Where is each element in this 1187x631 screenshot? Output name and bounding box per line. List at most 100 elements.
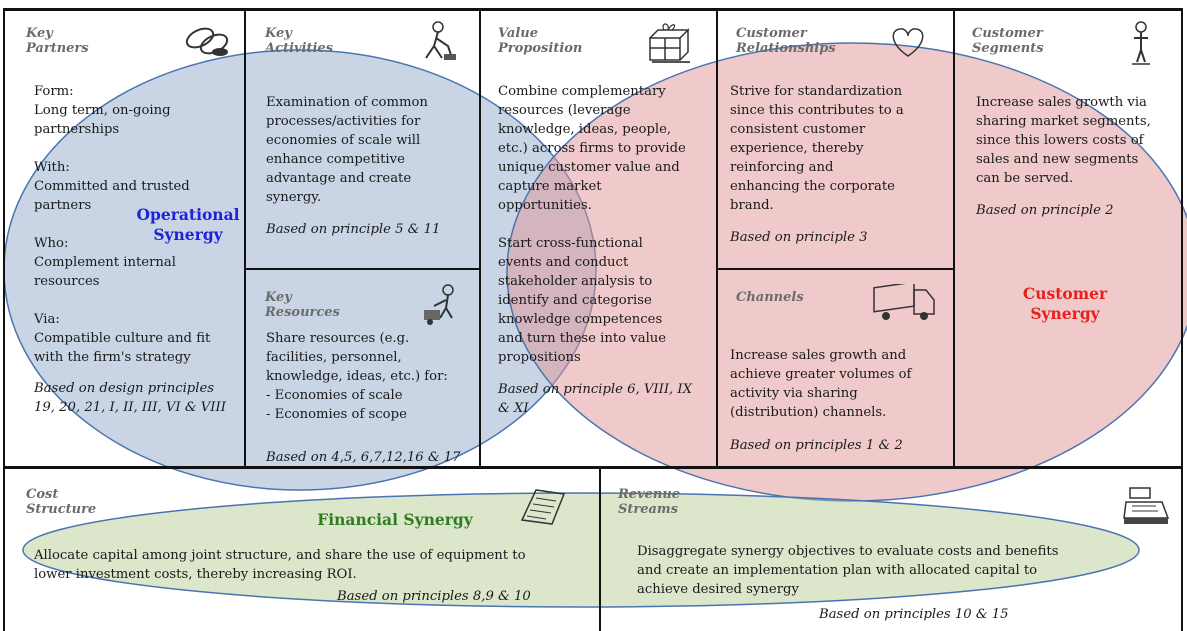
revenue-streams-body: Disaggregate synergy objectives to evalu…: [637, 542, 1177, 599]
heart-icon: [892, 28, 924, 57]
key-activities-body: Examination of common processes/activiti…: [266, 93, 471, 239]
operational-synergy-label: Operational Synergy: [128, 205, 248, 245]
text-line: Increase sales growth and: [730, 348, 907, 363]
header-line: Customer: [736, 26, 807, 41]
header-line: Resources: [265, 305, 340, 320]
key-partners-header: Key Partners: [26, 26, 89, 56]
text-line: sales and new segments: [976, 152, 1139, 167]
text-line: achieve desired synergy: [637, 582, 799, 597]
text-line: identify and categorise: [498, 293, 652, 308]
divider-v4: [953, 8, 955, 468]
key-activities-header: Key Activities: [265, 26, 333, 56]
text-line: (distribution) channels.: [730, 405, 887, 420]
principle-text: Based on principle 3: [730, 230, 868, 245]
text-line: partners: [34, 198, 92, 213]
text-line: Compatible culture and fit: [34, 331, 211, 346]
text-line: Via:: [34, 312, 60, 327]
principle-text: Based on principle 6, VIII, IX: [498, 382, 693, 397]
principle-text: 19, 20, 21, I, II, III, VI & VIII: [34, 400, 226, 415]
border-right: [1181, 8, 1183, 631]
principle-text: Based on principles 1 & 2: [730, 438, 903, 453]
divider-bottom-v: [599, 467, 601, 631]
value-proposition-body: Combine complementary resources (leverag…: [498, 82, 713, 418]
label-line: Synergy: [153, 225, 223, 244]
text-line: - Economies of scale: [266, 388, 403, 403]
text-line: synergy.: [266, 190, 322, 205]
principle-text: Based on 4,5, 6,7,12,16 & 17: [266, 450, 461, 465]
border-left: [3, 8, 5, 631]
text-line: with the firm's strategy: [34, 350, 191, 365]
text-line: since this contributes to a: [730, 103, 904, 118]
customer-relationships-header: Customer Relationships: [736, 26, 836, 56]
text-line: knowledge, ideas, people,: [498, 122, 672, 137]
cost-structure-header: Cost Structure: [26, 487, 96, 517]
financial-synergy-ellipse: [22, 492, 1140, 608]
text-line: facilities, personnel,: [266, 350, 402, 365]
key-resources-header: Key Resources: [265, 290, 340, 320]
text-line: activity via sharing: [730, 386, 858, 401]
truck-icon: [873, 284, 935, 320]
text-line: advantage and create: [266, 171, 412, 186]
text-line: experience, thereby: [730, 141, 864, 156]
text-line: Committed and trusted: [34, 179, 190, 194]
cost-structure-body: Allocate capital among joint structure, …: [34, 546, 594, 584]
label-line: Synergy: [1030, 304, 1100, 323]
header-line: Structure: [26, 502, 97, 517]
text-line: Complement internal: [34, 255, 176, 270]
header-line: Cost: [26, 487, 59, 502]
label-line: Customer: [1022, 284, 1108, 303]
person-icon: [1132, 21, 1150, 65]
principle-text: Based on principle 2: [976, 203, 1114, 218]
header-line: Streams: [618, 502, 679, 517]
principle-text: Based on design principles: [34, 381, 215, 396]
text-line: Examination of common: [266, 95, 428, 110]
text-line: Long term, on-going: [34, 103, 171, 118]
divider-v1: [244, 8, 246, 468]
label-line: Operational: [136, 205, 240, 224]
header-line: Segments: [972, 41, 1044, 56]
header-line: Proposition: [498, 41, 583, 56]
text-line: processes/activities for: [266, 114, 421, 129]
text-line: stakeholder analysis to: [498, 274, 653, 289]
text-line: Strive for standardization: [730, 84, 903, 99]
text-line: lower investment costs, thereby increasi…: [34, 567, 357, 582]
financial-synergy-label: Financial Synergy: [317, 510, 473, 529]
header-line: Key: [265, 290, 292, 305]
text-line: knowledge, ideas, etc.) for:: [266, 369, 448, 384]
text-line: can be served.: [976, 171, 1074, 186]
header-line: Key: [265, 26, 292, 41]
text-line: partnerships: [34, 122, 120, 137]
customer-segments-body: Increase sales growth via sharing market…: [976, 93, 1176, 220]
divider-v2: [479, 8, 481, 468]
principle-text: Based on principle 5 & 11: [266, 222, 441, 237]
text-line: reinforcing and: [730, 160, 834, 175]
text-line: opportunities.: [498, 198, 592, 213]
customer-synergy-ellipse: [506, 42, 1187, 502]
value-proposition-header: Value Proposition: [498, 26, 582, 56]
text-line: - Economies of scope: [266, 407, 407, 422]
header-line: Value: [498, 26, 538, 41]
text-line: sharing market segments,: [976, 114, 1151, 129]
text-line: economies of scale will: [266, 133, 421, 148]
header-line: Key: [26, 26, 53, 41]
revenue-streams-principle: Based on principles 10 & 15: [819, 607, 1009, 622]
text-line: enhancing the corporate: [730, 179, 895, 194]
text-line: Who:: [34, 236, 69, 251]
header-line: Partners: [26, 41, 89, 56]
key-partners-body: Form: Long term, on-going partnerships W…: [34, 82, 244, 417]
text-line: With:: [34, 160, 70, 175]
forklift-worker-icon: [424, 284, 454, 325]
invoice-icon: [520, 489, 566, 525]
text-line: resources: [34, 274, 100, 289]
text-line: resources (leverage: [498, 103, 631, 118]
divider-horizontal-main: [3, 466, 1183, 469]
text-line: consistent customer: [730, 122, 866, 137]
chain-link-icon: [185, 27, 229, 56]
revenue-streams-header: Revenue Streams: [618, 487, 680, 517]
customer-relationships-body: Strive for standardization since this co…: [730, 82, 948, 247]
text-line: Increase sales growth via: [976, 95, 1147, 110]
header-line: Revenue: [618, 487, 681, 502]
channels-header: Channels: [736, 290, 804, 305]
